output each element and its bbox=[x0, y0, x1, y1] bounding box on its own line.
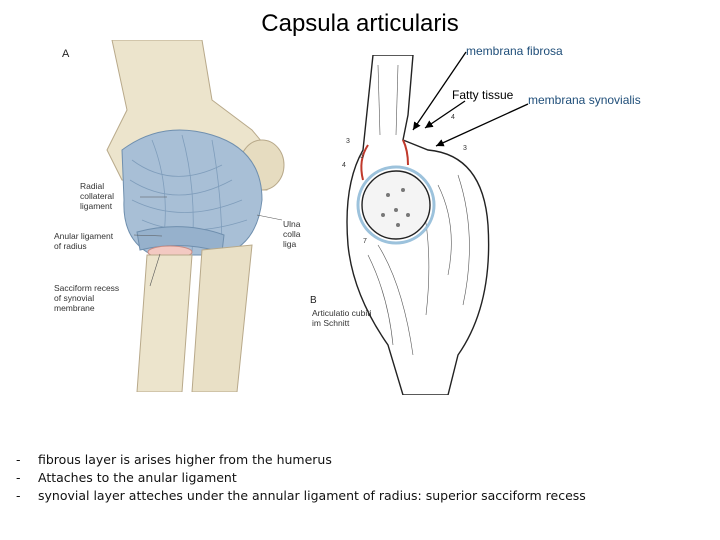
figure-b-caption: Articulatio cubiti im Schnitt bbox=[312, 308, 372, 328]
number-3-right: 3 bbox=[463, 145, 467, 152]
number-4-left: 4 bbox=[342, 162, 346, 169]
bullet-item: -synovial layer atteches under the annul… bbox=[16, 488, 586, 503]
figure-a-label-sacciform: Sacciform recess of synovial membrane bbox=[54, 283, 120, 313]
bullet-item: -fibrous layer is arises higher from the… bbox=[16, 452, 332, 467]
label-fatty-tissue: Fatty tissue bbox=[452, 88, 514, 102]
bullet-item: -Attaches to the anular ligament bbox=[16, 470, 237, 485]
label-membrana-synovialis: membrana synovialis bbox=[528, 93, 641, 107]
label-membrana-fibrosa: membrana fibrosa bbox=[466, 44, 563, 58]
figure-b-section-illustration: 3 5 4 4 3 7 bbox=[342, 55, 490, 395]
figure-a-letter: A bbox=[62, 48, 70, 60]
figure-a-label-ulnar: Ulna colla liga bbox=[283, 219, 301, 249]
slide-title: Capsula articularis bbox=[261, 10, 459, 37]
number-3-left: 3 bbox=[346, 138, 350, 145]
figure-a-label-anular: Anular ligament of radius bbox=[54, 231, 114, 251]
number-4-right: 4 bbox=[451, 114, 455, 121]
number-7: 7 bbox=[363, 238, 367, 245]
bullet-list: -fibrous layer is arises higher from the… bbox=[16, 451, 706, 505]
figure-a-label-radial: Radial collateral ligament bbox=[80, 181, 115, 211]
figure-b-letter: B bbox=[310, 295, 317, 306]
number-5: 5 bbox=[360, 153, 364, 160]
figure-a-elbow-illustration bbox=[106, 40, 285, 392]
